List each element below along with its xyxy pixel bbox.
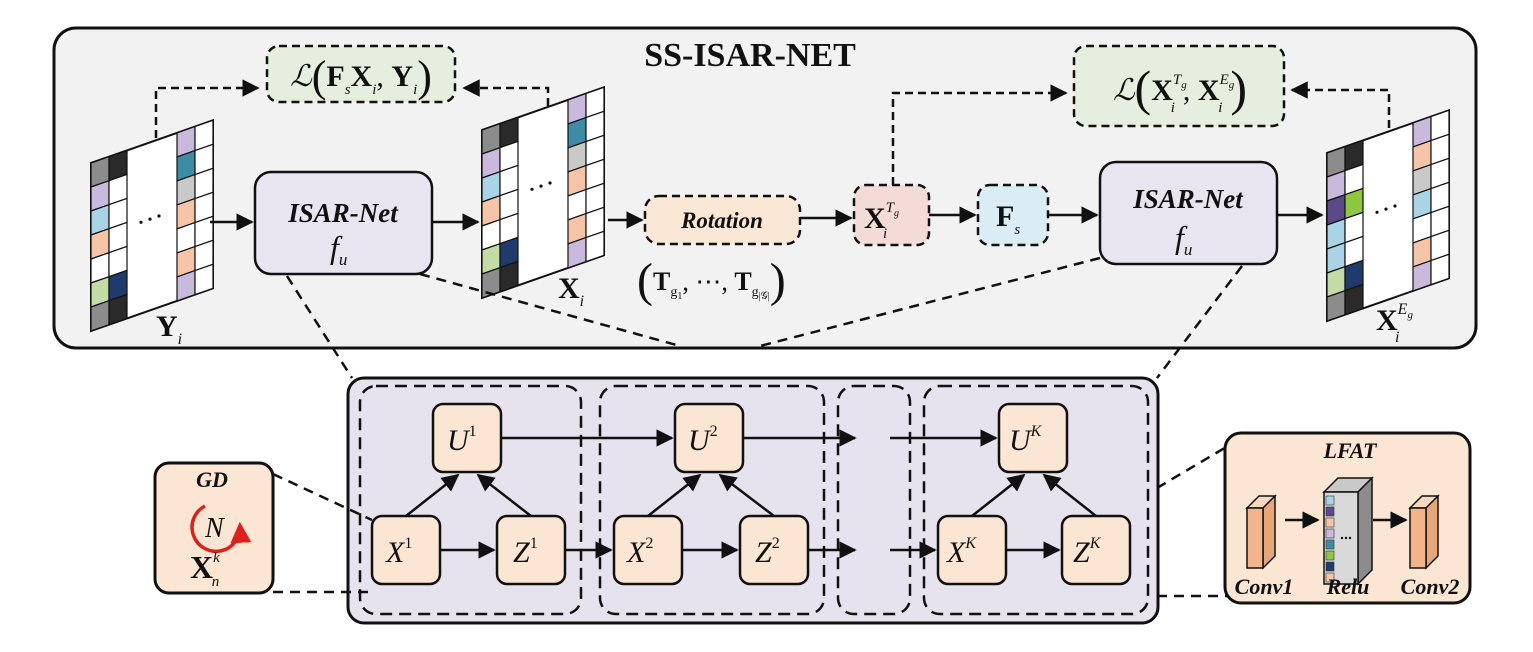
- loss1-arrow-from-yi: [154, 79, 260, 138]
- node-xk-label: XK: [946, 535, 977, 569]
- gd-box: [153, 461, 275, 595]
- panel-title: SS-ISAR-NET: [644, 37, 856, 74]
- conv1-label: Conv1: [1235, 574, 1294, 599]
- rotation-box: [643, 194, 802, 246]
- node-x1-label: X1: [385, 535, 412, 569]
- stage-ellipsis-frame: [836, 384, 912, 616]
- node-u2-label: U2: [688, 423, 718, 457]
- conv2-block: [1408, 494, 1440, 570]
- matrix-x-i: [481, 85, 605, 300]
- rotation-transform-set: (Tg1, ⋯, Tg|𝒢|): [637, 254, 786, 307]
- loss2-box: [1072, 44, 1286, 128]
- fs-label: Fs: [996, 200, 1020, 238]
- stage-k-frame: [922, 384, 1150, 616]
- isar-net-right-name: ISAR-Net: [1132, 184, 1244, 214]
- rotation-label: Rotation: [680, 208, 763, 233]
- zoom-line-4: [1156, 265, 1243, 379]
- loss1-arrow-from-xi: [462, 79, 550, 106]
- node-uk: [997, 402, 1069, 474]
- loss1-box: [265, 44, 457, 104]
- zoom-line-3: [759, 256, 1101, 348]
- label-x-i: Xi: [558, 272, 584, 310]
- conv2-label: Conv2: [1401, 574, 1460, 599]
- lfat-zoom-line-1: [1156, 444, 1229, 490]
- stage-1-frame: [358, 384, 583, 616]
- node-x2-label: X2: [626, 535, 653, 569]
- zoom-line-2: [419, 272, 681, 348]
- gd-zoom-line-1: [272, 472, 373, 522]
- zoom-line-1: [285, 275, 354, 379]
- lfat-title: LFAT: [1323, 438, 1379, 463]
- node-u1-label: U1: [447, 423, 477, 457]
- node-uk-label: UK: [1009, 423, 1043, 457]
- isar-net-left-name: ISAR-Net: [287, 198, 399, 228]
- stage-2-frame: [598, 384, 826, 616]
- loss2-arrow-from-xtg: [891, 84, 1068, 185]
- node-zk-label: ZK: [1073, 535, 1102, 569]
- gd-loop-arrow: [190, 504, 252, 554]
- node-z1-label: Z1: [513, 535, 538, 569]
- gd-n-label: N: [204, 513, 225, 544]
- isar-net-right-box: [1098, 160, 1279, 266]
- unrolled-arrows: [405, 429, 1097, 559]
- relu-label: Relu: [1326, 574, 1370, 599]
- matrix-y-i: [90, 118, 214, 333]
- node-z2-label: Z2: [755, 535, 780, 569]
- conv1-block: [1245, 494, 1277, 570]
- x-tg-box: [852, 183, 931, 247]
- gd-title: GD: [196, 467, 228, 492]
- relu-block: [1322, 476, 1374, 586]
- matrix-x-eg: [1326, 108, 1450, 323]
- label-y-i: Yi: [156, 310, 182, 348]
- loss1-expression: ℒ(FsXi, Yi): [290, 52, 432, 101]
